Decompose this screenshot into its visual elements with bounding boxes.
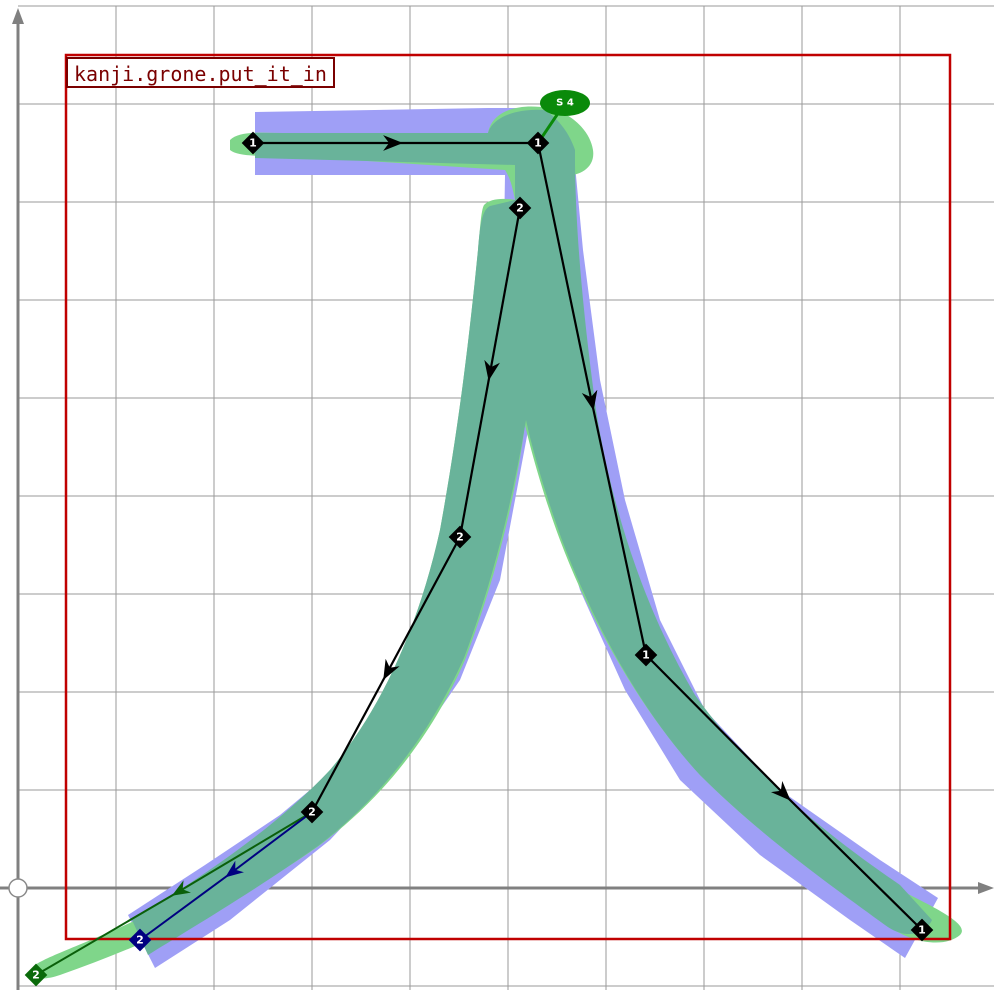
control-point-label: 1: [249, 137, 257, 150]
control-point-label: 1: [534, 137, 542, 150]
stroke-badge[interactable]: S 4: [540, 90, 590, 116]
control-point-label: 2: [516, 202, 524, 215]
control-point-label: 1: [918, 924, 926, 937]
glyph-name-label: kanji.grone.put_it_in: [66, 57, 335, 88]
control-point-label: 2: [456, 531, 464, 544]
stroke-badge-label: S 4: [556, 98, 574, 109]
stroke-2-path: [311, 207, 522, 813]
control-point-label: 2: [32, 969, 40, 982]
control-point-label: 2: [308, 806, 316, 819]
glyph-outline-overlap: [132, 109, 932, 956]
control-point-label: 1: [642, 649, 650, 662]
stroke-1-path: [253, 135, 923, 931]
origin-handle[interactable]: [8, 878, 28, 898]
control-point-label: 2: [136, 934, 144, 947]
glyph-frame: [64, 53, 952, 941]
